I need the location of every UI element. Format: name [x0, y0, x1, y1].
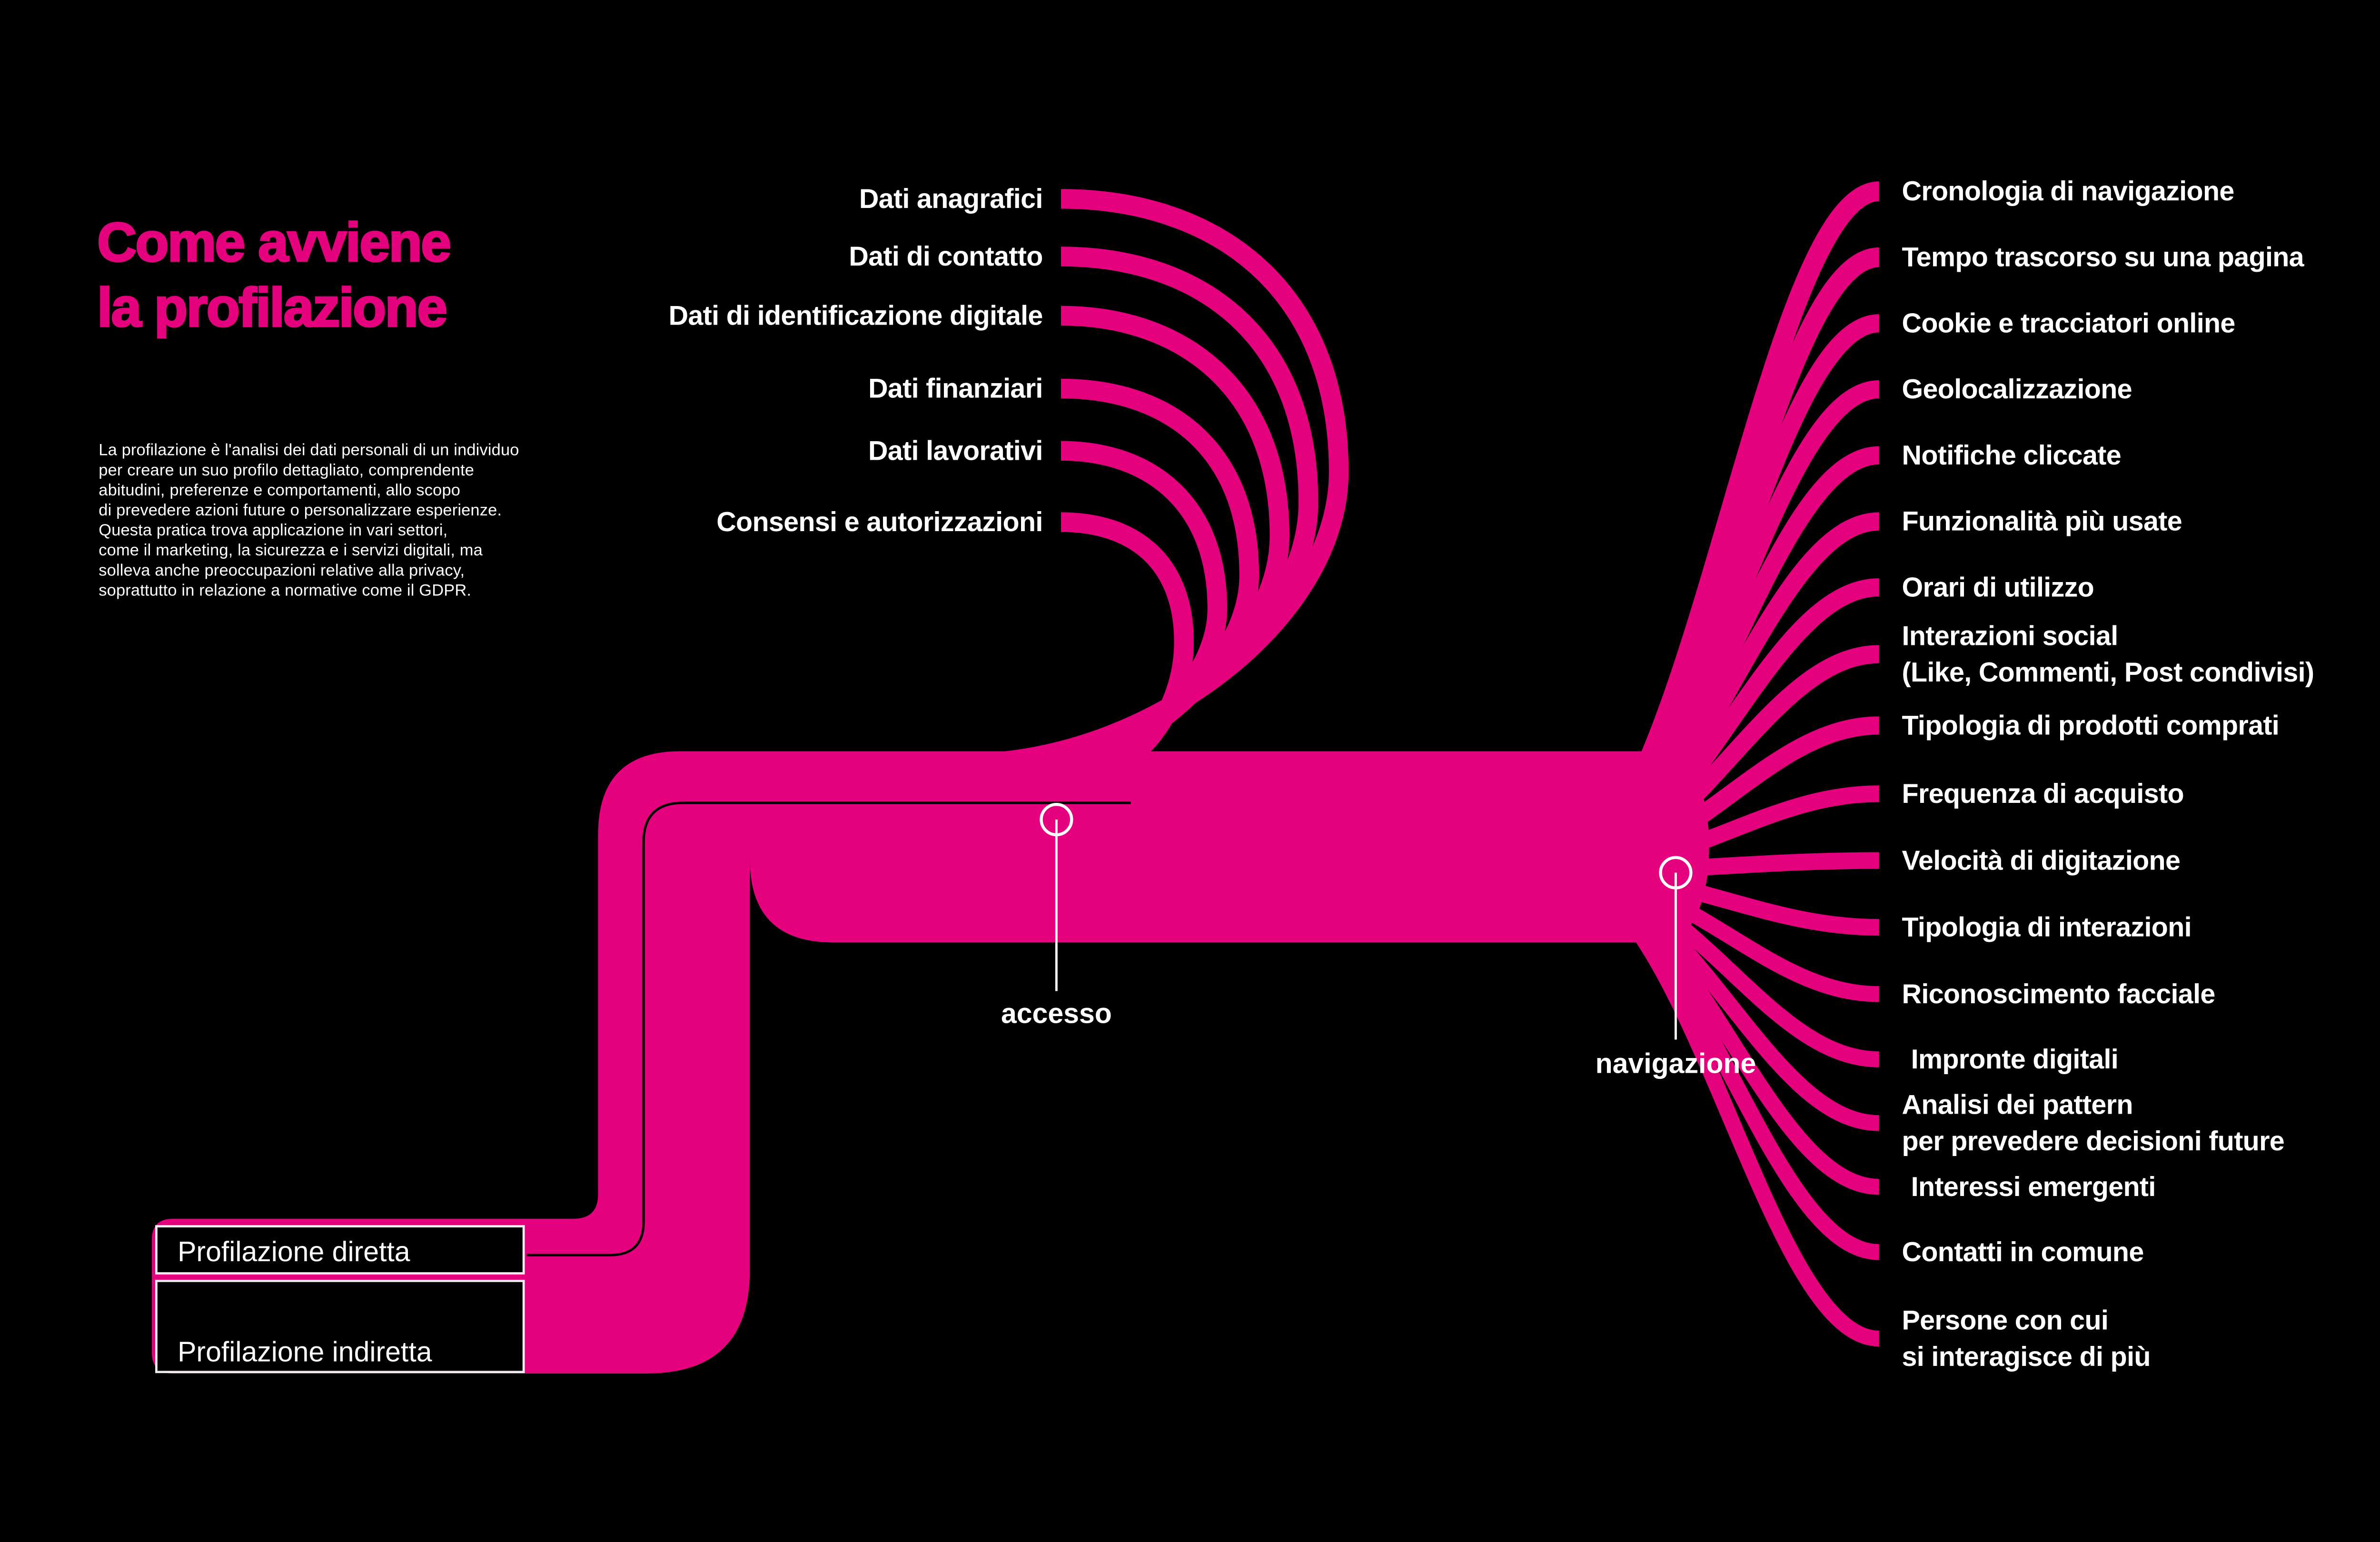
legend: Profilazione diretta Profilazione indire… — [155, 1225, 525, 1374]
description-line: solleva anche preoccupazioni relative al… — [99, 561, 465, 579]
navigazione-label: navigazione — [1596, 1048, 1756, 1079]
accesso-label: accesso — [1001, 998, 1112, 1029]
output-label-cookie: Cookie e tracciatori online — [1902, 308, 2235, 338]
output-label-cronologia: Cronologia di navigazione — [1902, 176, 2234, 207]
branch-out-7 — [1637, 645, 1880, 849]
branch-out-17 — [1636, 933, 1880, 1347]
title-line-2: la profilazione — [97, 277, 446, 338]
output-label-contatti: Contatti in comune — [1902, 1237, 2144, 1267]
indirect-profiling-label: Profilazione indiretta — [178, 1336, 432, 1367]
indirect-profiling-box — [155, 1280, 525, 1374]
accesso-marker: accesso — [1001, 802, 1112, 1029]
main-flow-band — [151, 751, 1709, 1374]
description-line: di prevedere azioni future o personalizz… — [99, 501, 502, 519]
source-label-dati-identificazione: Dati di identificazione digitale — [669, 301, 1043, 331]
accesso-marker-circle — [1040, 802, 1073, 837]
branch-out-4 — [1635, 446, 1880, 818]
output-labels: Cronologia di navigazione Tempo trascors… — [1902, 176, 2314, 1372]
output-label-riconoscimento: Riconoscimento facciale — [1902, 979, 2215, 1009]
description-line: soprattutto in relazione a normative com… — [99, 581, 471, 599]
branch-out-14 — [1637, 902, 1880, 1131]
output-branches — [1633, 181, 1880, 1347]
description-line: per creare un suo profilo dettagliato, c… — [99, 461, 474, 479]
description-line: come il marketing, la sicurezza e i serv… — [99, 541, 483, 559]
title-line-1: Come avviene — [97, 212, 450, 273]
output-label-impronte: Impronte digitali — [1911, 1044, 2118, 1075]
branch-consensi — [1061, 512, 1194, 781]
branch-out-10 — [1642, 852, 1879, 879]
output-label-velocita: Velocità di digitazione — [1902, 845, 2181, 876]
branch-dati-lavorativi — [1061, 441, 1228, 780]
source-label-dati-anagrafici: Dati anagrafici — [859, 184, 1043, 214]
output-label-tempo: Tempo trascorso su una pagina — [1902, 242, 2305, 273]
navigazione-marker: navigazione — [1596, 856, 1756, 1079]
output-label-analisi-pattern-1: Analisi dei pattern — [1902, 1090, 2133, 1120]
output-label-persone-2: si interagisce di più — [1902, 1342, 2151, 1372]
page-title: Come avviene la profilazione — [96, 211, 452, 339]
output-label-frequenza: Frequenza di acquisto — [1902, 779, 2184, 809]
navigazione-marker-circle — [1659, 856, 1693, 890]
source-label-consensi: Consensi e autorizzazioni — [716, 507, 1042, 537]
output-label-geolocalizzazione: Geolocalizzazione — [1902, 374, 2132, 405]
source-label-dati-finanziari: Dati finanziari — [868, 374, 1043, 404]
branch-out-12 — [1639, 882, 1879, 1002]
description-paragraph: La profilazione è l'analisi dei dati per… — [99, 441, 519, 600]
branch-out-9 — [1640, 785, 1879, 869]
output-label-tipologia-interazioni: Tipologia di interazioni — [1902, 912, 2192, 943]
branch-out-8 — [1638, 716, 1879, 860]
branch-out-16 — [1636, 923, 1880, 1260]
direct-profiling-label: Profilazione diretta — [178, 1236, 410, 1267]
output-label-prodotti: Tipologia di prodotti comprati — [1902, 710, 2280, 741]
source-label-dati-di-contatto: Dati di contatto — [849, 241, 1042, 272]
output-label-analisi-pattern-2: per prevedere decisioni future — [1902, 1126, 2285, 1156]
description-line: abitudini, preferenze e comportamenti, a… — [99, 481, 460, 499]
source-labels: Dati anagrafici Dati di contatto Dati di… — [669, 184, 1043, 537]
source-branches — [965, 189, 1349, 781]
description-line: Questa pratica trova applicazione in var… — [99, 521, 447, 539]
output-label-orari: Orari di utilizzo — [1902, 572, 2094, 603]
branch-out-3 — [1635, 380, 1880, 808]
branch-out-13 — [1638, 892, 1879, 1068]
direct-profiling-box — [155, 1225, 525, 1275]
description-line: La profilazione è l'analisi dei dati per… — [99, 441, 519, 459]
output-label-interessi: Interessi emergenti — [1911, 1172, 2156, 1202]
output-label-persone-1: Persone con cui — [1902, 1305, 2109, 1335]
direct-flow-divider-line — [526, 801, 1131, 1256]
branch-out-15 — [1636, 912, 1880, 1195]
output-label-interazioni-social-2: (Like, Commenti, Post condivisi) — [1902, 657, 2314, 688]
branch-out-5 — [1635, 512, 1880, 829]
output-label-funzionalita: Funzionalità più usate — [1902, 506, 2182, 537]
output-label-interazioni-social-1: Interazioni social — [1902, 621, 2118, 651]
source-label-dati-lavorativi: Dati lavorativi — [868, 435, 1043, 466]
output-label-notifiche: Notifiche cliccate — [1902, 440, 2121, 471]
branch-out-6 — [1636, 578, 1880, 839]
